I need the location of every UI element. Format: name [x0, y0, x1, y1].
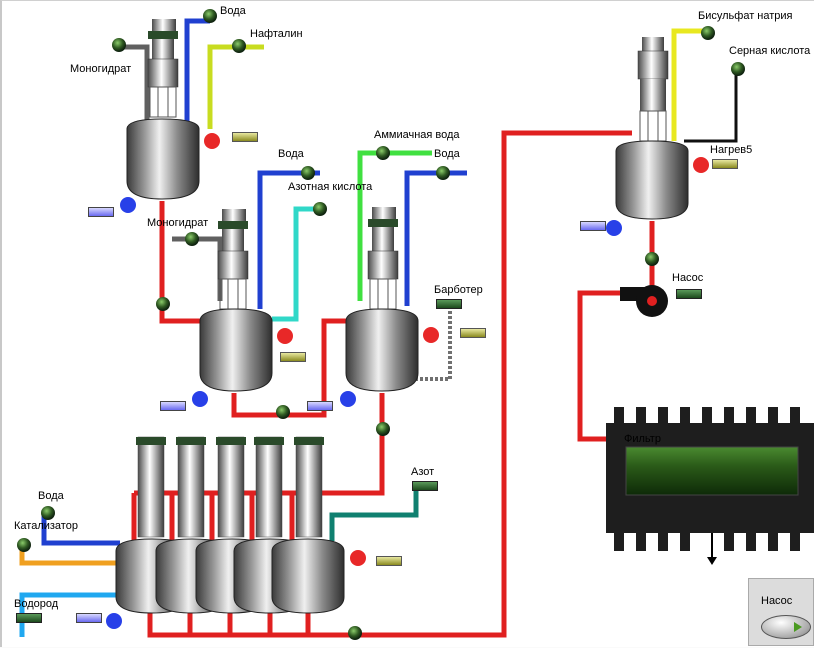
label-monohydrate-1: Моногидрат	[70, 63, 132, 75]
hydro-columns	[136, 436, 324, 538]
label-ammonia-water: Аммиачная вода	[374, 129, 460, 141]
valve-catalyst	[17, 538, 31, 552]
label-water-4: Вода	[38, 490, 64, 502]
label-sulfuric-acid: Серная кислота	[729, 45, 811, 57]
filter-unit	[606, 407, 814, 551]
mixer-lamp-r4	[606, 220, 622, 236]
label-sodium-bisulfate: Бисульфат натрия	[698, 10, 793, 22]
bar-hydrogen	[16, 613, 42, 623]
pipe-water-4	[41, 513, 120, 546]
valve-water-1	[203, 9, 217, 23]
indicator-r3	[460, 328, 486, 338]
mixer-lamp-r3	[340, 391, 356, 407]
mixer-lamp-r2	[192, 391, 208, 407]
label-nitric-acid: Азотная кислота	[288, 181, 373, 193]
pipe-nitric	[272, 206, 320, 322]
hydrogenation-bank	[115, 436, 345, 614]
valve-water-2	[301, 166, 315, 180]
label-water-2: Вода	[278, 148, 304, 160]
heater-lamp-r2	[277, 328, 293, 344]
valve-r1-out	[156, 297, 170, 311]
label-pump: Насос	[672, 272, 704, 284]
pipe-monohydrate-1	[122, 44, 150, 121]
label-water-3: Вода	[434, 148, 460, 160]
valve-monohydrate-1	[112, 38, 126, 52]
heater-lamp-r1	[204, 133, 220, 149]
heater-lamp-r4	[693, 157, 709, 173]
pump-start-button[interactable]	[761, 615, 811, 639]
label-heating: Нагрев5	[710, 144, 753, 156]
valve-ammonia	[376, 146, 390, 160]
label-filter: Фильтр	[624, 433, 661, 445]
pipe-naphthalene	[207, 44, 264, 129]
heater-lamp-hydro	[350, 550, 366, 566]
pipe-hydro-outlet	[147, 130, 632, 638]
valves	[17, 9, 745, 640]
pipe-water-1	[184, 18, 210, 121]
reactor-3	[345, 207, 419, 392]
readout-r3	[307, 401, 333, 411]
indicator-hydro	[376, 556, 402, 566]
valve-r2-out	[276, 405, 290, 419]
indicator-r1	[232, 132, 258, 142]
label-nitrogen: Азот	[411, 466, 435, 478]
label-bubbler: Барботер	[434, 284, 483, 296]
readout-r4	[580, 221, 606, 231]
reactor-2	[199, 209, 273, 392]
status-lamps	[106, 133, 709, 629]
label-naphthalene: Нафталин	[250, 28, 303, 40]
label-hydrogen: Водород	[14, 598, 59, 610]
pipe-nitrogen	[329, 485, 419, 541]
label-water-1: Вода	[220, 5, 246, 17]
bar-bubbler	[436, 299, 462, 309]
valve-hydro-out	[348, 626, 362, 640]
valve-water-4	[41, 506, 55, 520]
bar-nitrogen	[412, 481, 438, 491]
pipe-r1-to-r2	[159, 201, 207, 324]
valve-monohydrate-2	[185, 232, 199, 246]
readout-r2	[160, 401, 186, 411]
pipe-ammonia	[357, 150, 432, 301]
pipe-monohydrate-2	[172, 236, 223, 301]
valve-sulfuric	[731, 62, 745, 76]
indicator-r2	[280, 352, 306, 362]
reactor-4	[615, 37, 689, 220]
valve-r4-out	[645, 252, 659, 266]
pipe-hydrogen	[19, 592, 120, 637]
pump-panel-label: Насос	[761, 595, 793, 607]
heater-lamp-r3	[423, 327, 439, 343]
readout-hydro	[76, 613, 102, 623]
pipes	[19, 18, 738, 638]
reactor-1	[126, 19, 200, 200]
bar-pump	[676, 289, 702, 299]
pump-control-panel: Насос	[748, 578, 814, 646]
mixer-lamp-r1	[120, 197, 136, 213]
pipe-catalyst	[19, 545, 120, 566]
indicator-r4	[712, 159, 738, 169]
pipe-r2-to-r3	[231, 318, 352, 418]
pipe-pump-to-filter	[577, 290, 624, 442]
pipe-bisulfate	[671, 28, 708, 141]
valve-r3-out	[376, 422, 390, 436]
readout-r1	[88, 207, 114, 217]
pipe-water-2	[257, 170, 320, 309]
valve-naphthalene	[232, 39, 246, 53]
pipe-sulfuric	[684, 69, 738, 143]
mixer-lamp-hydro	[106, 613, 122, 629]
pump-symbol	[620, 285, 668, 317]
label-catalyst: Катализатор	[14, 520, 78, 532]
play-arrow-icon	[794, 622, 802, 632]
valve-bisulfate	[701, 26, 715, 40]
valve-nitric	[313, 202, 327, 216]
label-monohydrate-2: Моногидрат	[147, 217, 209, 229]
valve-water-3	[436, 166, 450, 180]
